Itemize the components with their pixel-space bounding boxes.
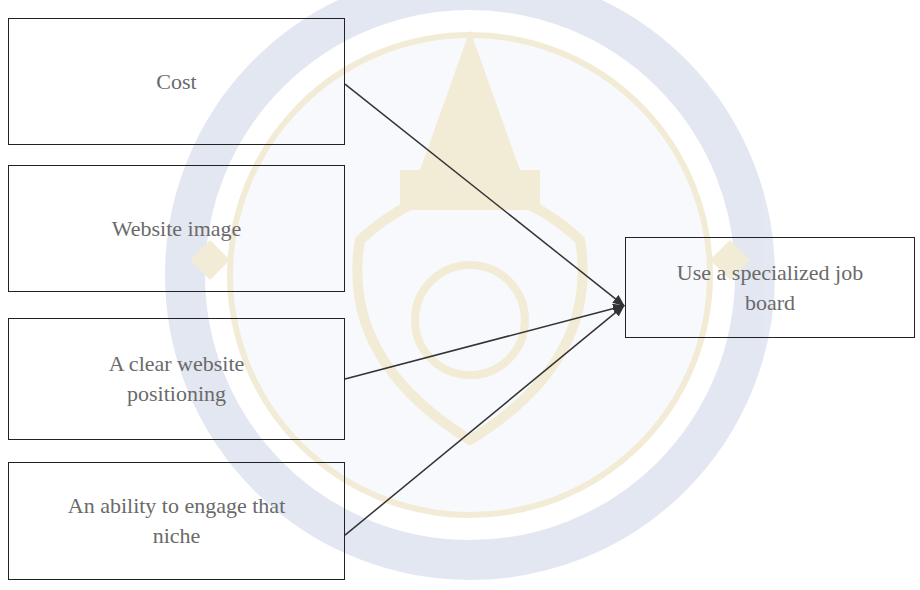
box-label: Website image [112, 214, 242, 244]
arrow-connector [345, 306, 624, 535]
arrow-connector [345, 306, 624, 379]
factor-box: An ability to engage that niche [8, 462, 345, 580]
box-label: An ability to engage that niche [67, 491, 287, 551]
factor-box: Use a specialized job board [625, 237, 915, 338]
box-label: A clear website positioning [77, 349, 277, 409]
factor-box: A clear website positioning [8, 318, 345, 440]
factor-box: Website image [8, 165, 345, 292]
factor-box: Cost [8, 18, 345, 145]
box-label: Use a specialized job board [660, 258, 880, 318]
arrow-connector [345, 84, 624, 306]
box-label: Cost [156, 67, 196, 97]
